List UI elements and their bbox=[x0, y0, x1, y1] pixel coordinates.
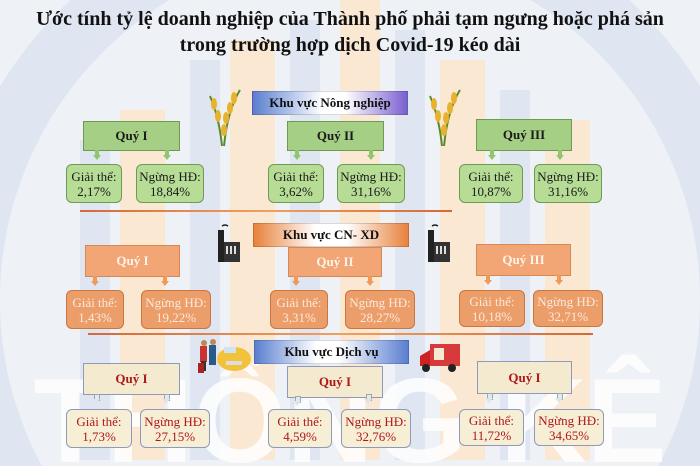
section-divider bbox=[88, 333, 593, 335]
stat-label: Giải thể: bbox=[71, 168, 117, 184]
agri-q3-box: Quý III bbox=[476, 119, 572, 151]
sector-banner-agriculture: Khu vực Nông nghiệp bbox=[252, 91, 408, 115]
rice-icon bbox=[209, 89, 241, 147]
arrow-down-icon bbox=[364, 394, 372, 404]
arrow-down-icon bbox=[91, 276, 99, 286]
factory-icon bbox=[428, 224, 450, 262]
stat-value: 3,62% bbox=[279, 183, 313, 199]
stat-value: 32,71% bbox=[547, 308, 589, 324]
services-q2-suspended: Ngừng HĐ: 32,76% bbox=[341, 409, 411, 448]
industry-q2-suspended: Ngừng HĐ: 28,27% bbox=[345, 290, 415, 329]
stat-value: 3,31% bbox=[282, 309, 316, 325]
stat-value: 4,59% bbox=[283, 428, 317, 444]
stat-label: Giải thể: bbox=[76, 413, 122, 429]
stat-label: Ngừng HĐ: bbox=[349, 294, 411, 310]
industry-q2-box: Quý II bbox=[288, 247, 382, 277]
agri-q1-dissolved: Giải thể: 2,17% bbox=[66, 164, 122, 203]
stat-value: 1,73% bbox=[82, 428, 116, 444]
stat-label: Giải thể: bbox=[468, 168, 514, 184]
arrow-down-icon bbox=[555, 275, 563, 285]
stat-label: Giải thể: bbox=[273, 168, 319, 184]
stat-value: 32,76% bbox=[355, 428, 397, 444]
stat-label: Ngừng HĐ: bbox=[345, 413, 407, 429]
stat-value: 10,87% bbox=[470, 183, 512, 199]
services-q1-dissolved: Giải thể: 1,73% bbox=[66, 409, 132, 448]
stat-label: Ngừng HĐ: bbox=[340, 168, 402, 184]
agri-q2-box: Quý II bbox=[287, 121, 384, 151]
services-q3-box: Quý I bbox=[477, 361, 572, 394]
arrow-down-icon bbox=[162, 394, 170, 404]
title-line-2: trong trường hợp dịch Covid-19 kéo dài bbox=[179, 34, 521, 56]
agri-q1-box: Quý I bbox=[83, 121, 180, 151]
stat-label: Giải thể: bbox=[468, 412, 515, 428]
arrow-down-icon bbox=[93, 150, 101, 160]
stat-label: Giải thể: bbox=[277, 413, 323, 429]
stat-value: 11,72% bbox=[471, 427, 512, 443]
arrow-down-icon bbox=[366, 276, 374, 286]
agri-q3-dissolved: Giải thể: 10,87% bbox=[459, 164, 523, 203]
stat-label: Ngừng HĐ: bbox=[144, 413, 206, 429]
arrow-down-icon bbox=[161, 276, 169, 286]
arrow-down-icon bbox=[92, 394, 100, 404]
arrow-down-icon bbox=[488, 150, 496, 160]
arrow-down-icon bbox=[555, 393, 563, 403]
factory-icon bbox=[218, 224, 240, 262]
arrow-down-icon bbox=[484, 275, 492, 285]
rice-icon bbox=[429, 89, 461, 147]
services-q3-suspended: Ngừng HĐ: 34,65% bbox=[534, 409, 604, 446]
agri-q2-dissolved: Giải thể: 3,62% bbox=[268, 164, 324, 203]
stat-value: 27,15% bbox=[154, 428, 196, 444]
stat-value: 19,22% bbox=[155, 309, 197, 325]
agri-q2-suspended: Ngừng HĐ: 31,16% bbox=[337, 164, 405, 203]
arrow-down-icon bbox=[556, 150, 564, 160]
arrow-down-icon bbox=[163, 150, 171, 160]
arrow-down-icon bbox=[292, 276, 300, 286]
stat-value: 18,84% bbox=[149, 183, 191, 199]
taxi-icon bbox=[198, 339, 251, 373]
services-q1-suspended: Ngừng HĐ: 27,15% bbox=[140, 409, 210, 448]
stat-value: 10,18% bbox=[471, 308, 513, 324]
stat-value: 31,16% bbox=[350, 183, 392, 199]
stat-label: Giải thể: bbox=[72, 294, 118, 310]
page-title: Ước tính tỷ lệ doanh nghiệp của Thành ph… bbox=[0, 6, 700, 58]
industry-q3-suspended: Ngừng HĐ: 32,71% bbox=[533, 290, 603, 327]
stat-label: Ngừng HĐ: bbox=[538, 412, 600, 428]
industry-q3-box: Quý III bbox=[476, 244, 571, 276]
stat-label: Giải thể: bbox=[469, 293, 515, 309]
stat-label: Ngừng HĐ: bbox=[537, 293, 599, 309]
agri-q1-suspended: Ngừng HĐ: 18,84% bbox=[136, 164, 204, 203]
sector-banner-industry: Khu vực CN- XD bbox=[253, 223, 409, 247]
arrow-down-icon bbox=[293, 396, 301, 406]
stat-value: 2,17% bbox=[77, 183, 111, 199]
services-q3-dissolved: Giải thể: 11,72% bbox=[459, 409, 524, 446]
sector-banner-services: Khu vực Dịch vụ bbox=[254, 340, 409, 364]
stat-value: 28,27% bbox=[359, 309, 401, 325]
stat-label: Ngừng HĐ: bbox=[145, 294, 207, 310]
stat-value: 34,65% bbox=[548, 427, 590, 443]
arrow-down-icon bbox=[293, 150, 301, 160]
services-q2-dissolved: Giải thể: 4,59% bbox=[268, 409, 332, 448]
stat-label: Giải thể: bbox=[276, 294, 322, 310]
industry-q1-suspended: Ngừng HĐ: 19,22% bbox=[141, 290, 211, 329]
title-line-1: Ước tính tỷ lệ doanh nghiệp của Thành ph… bbox=[36, 8, 664, 30]
stat-label: Ngừng HĐ: bbox=[537, 168, 599, 184]
arrow-down-icon bbox=[367, 150, 375, 160]
delivery-truck-icon bbox=[420, 344, 460, 372]
stat-label: Ngừng HĐ: bbox=[139, 168, 201, 184]
industry-q2-dissolved: Giải thể: 3,31% bbox=[270, 290, 328, 329]
section-divider bbox=[80, 210, 452, 212]
industry-q3-dissolved: Giải thể: 10,18% bbox=[459, 290, 525, 327]
stat-value: 31,16% bbox=[547, 183, 589, 199]
services-q1-box: Quý I bbox=[83, 363, 180, 395]
industry-q1-dissolved: Giải thể: 1,43% bbox=[66, 290, 124, 329]
agri-q3-suspended: Ngừng HĐ: 31,16% bbox=[534, 164, 602, 203]
stat-value: 1,43% bbox=[78, 309, 112, 325]
industry-q1-box: Quý I bbox=[85, 245, 180, 277]
arrow-down-icon bbox=[485, 393, 493, 403]
